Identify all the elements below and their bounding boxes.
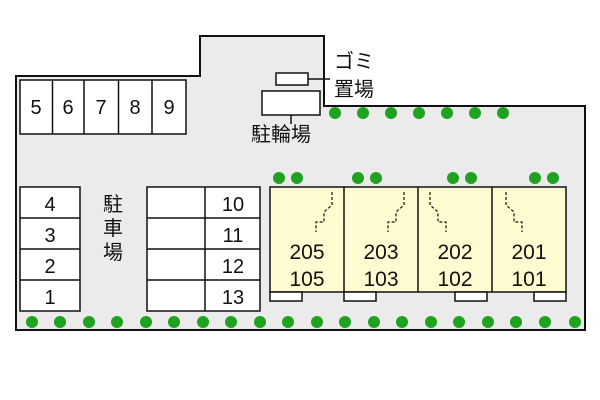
unit-103-step: [343, 291, 377, 302]
tree-icon: [282, 316, 294, 328]
tree-icon: [569, 316, 581, 328]
parking-space-1: 1: [44, 287, 55, 309]
tree-icon: [225, 316, 237, 328]
bicycle-parking-shelter: [261, 90, 321, 116]
parking-space-3: 3: [44, 225, 55, 247]
bicycle-parking: 駐輪場: [251, 90, 321, 146]
parking-space-10: 10: [222, 194, 244, 216]
unit-105-label: 105: [289, 268, 324, 291]
tree-icon: [273, 172, 285, 184]
tree-icon: [370, 172, 382, 184]
car-parking-char-2: 車: [103, 217, 123, 240]
tree-icon: [539, 316, 551, 328]
unit-101-label: 101: [511, 268, 546, 291]
unit-102-label: 102: [437, 268, 472, 291]
tree-icon: [291, 172, 303, 184]
car-parking-char-1: 駐: [103, 193, 123, 216]
unit-105-step: [269, 291, 303, 302]
unit-202-label: 202: [437, 241, 472, 264]
tree-icon: [529, 172, 541, 184]
car-parking-char-3: 場: [103, 241, 123, 264]
parking-space-8: 8: [129, 97, 140, 119]
garbage-box: [275, 72, 309, 86]
tree-icon: [111, 316, 123, 328]
tree-icon: [396, 316, 408, 328]
tree-icon: [254, 316, 266, 328]
tree-icon: [425, 316, 437, 328]
tree-icon: [497, 107, 509, 119]
tree-icon: [54, 316, 66, 328]
tree-icon: [447, 172, 459, 184]
parking-space-13: 13: [222, 287, 244, 309]
parking-space-4: 4: [44, 194, 55, 216]
tree-icon: [352, 172, 364, 184]
tree-icon: [197, 316, 209, 328]
tree-icon: [413, 107, 425, 119]
trees: [26, 107, 581, 328]
tree-icon: [510, 316, 522, 328]
tree-icon: [482, 316, 494, 328]
unit-203-label: 203: [363, 241, 398, 264]
parking-space-5: 5: [30, 97, 41, 119]
unit-201-label: 201: [511, 241, 546, 264]
garbage-label-line2: 置場: [334, 78, 374, 101]
parking-space-11: 11: [223, 225, 244, 247]
unit-205-label: 205: [289, 241, 324, 264]
parking-space-6: 6: [62, 97, 73, 119]
parking-column-right: 10 11 12 13: [146, 186, 261, 312]
tree-icon: [385, 107, 397, 119]
unit-205-entrance-icon: [315, 192, 333, 232]
garbage-area: ゴミ 置場: [275, 50, 374, 101]
garbage-label-line1: ゴミ: [334, 50, 374, 73]
tree-icon: [357, 107, 369, 119]
tree-icon: [311, 316, 323, 328]
unit-201-entrance-icon: [505, 192, 523, 232]
tree-icon: [469, 107, 481, 119]
bicycle-parking-label: 駐輪場: [251, 123, 311, 146]
parking-row-top: 5 6 7 8 9: [19, 79, 187, 135]
tree-icon: [140, 316, 152, 328]
tree-icon: [329, 107, 341, 119]
tree-icon: [339, 316, 351, 328]
unit-203-entrance-icon: [387, 192, 405, 232]
unit-103-label: 103: [363, 268, 398, 291]
tree-icon: [465, 172, 477, 184]
parking-space-9: 9: [163, 97, 174, 119]
parking-space-2: 2: [44, 256, 55, 278]
parking-space-12: 12: [222, 256, 244, 278]
parking-column-left: 4 3 2 1: [19, 186, 81, 312]
unit-102-step: [454, 291, 488, 302]
tree-icon: [547, 172, 559, 184]
tree-icon: [453, 316, 465, 328]
tree-icon: [441, 107, 453, 119]
apartment-building: 205 105 203 103 202 102 201 101: [269, 186, 567, 302]
car-parking-label: 駐 車 場: [103, 193, 123, 264]
tree-icon: [368, 316, 380, 328]
unit-202-entrance-icon: [429, 192, 447, 232]
tree-icon: [83, 316, 95, 328]
tree-icon: [168, 316, 180, 328]
unit-101-step: [533, 291, 567, 302]
parking-space-7: 7: [95, 97, 106, 119]
tree-icon: [26, 316, 38, 328]
